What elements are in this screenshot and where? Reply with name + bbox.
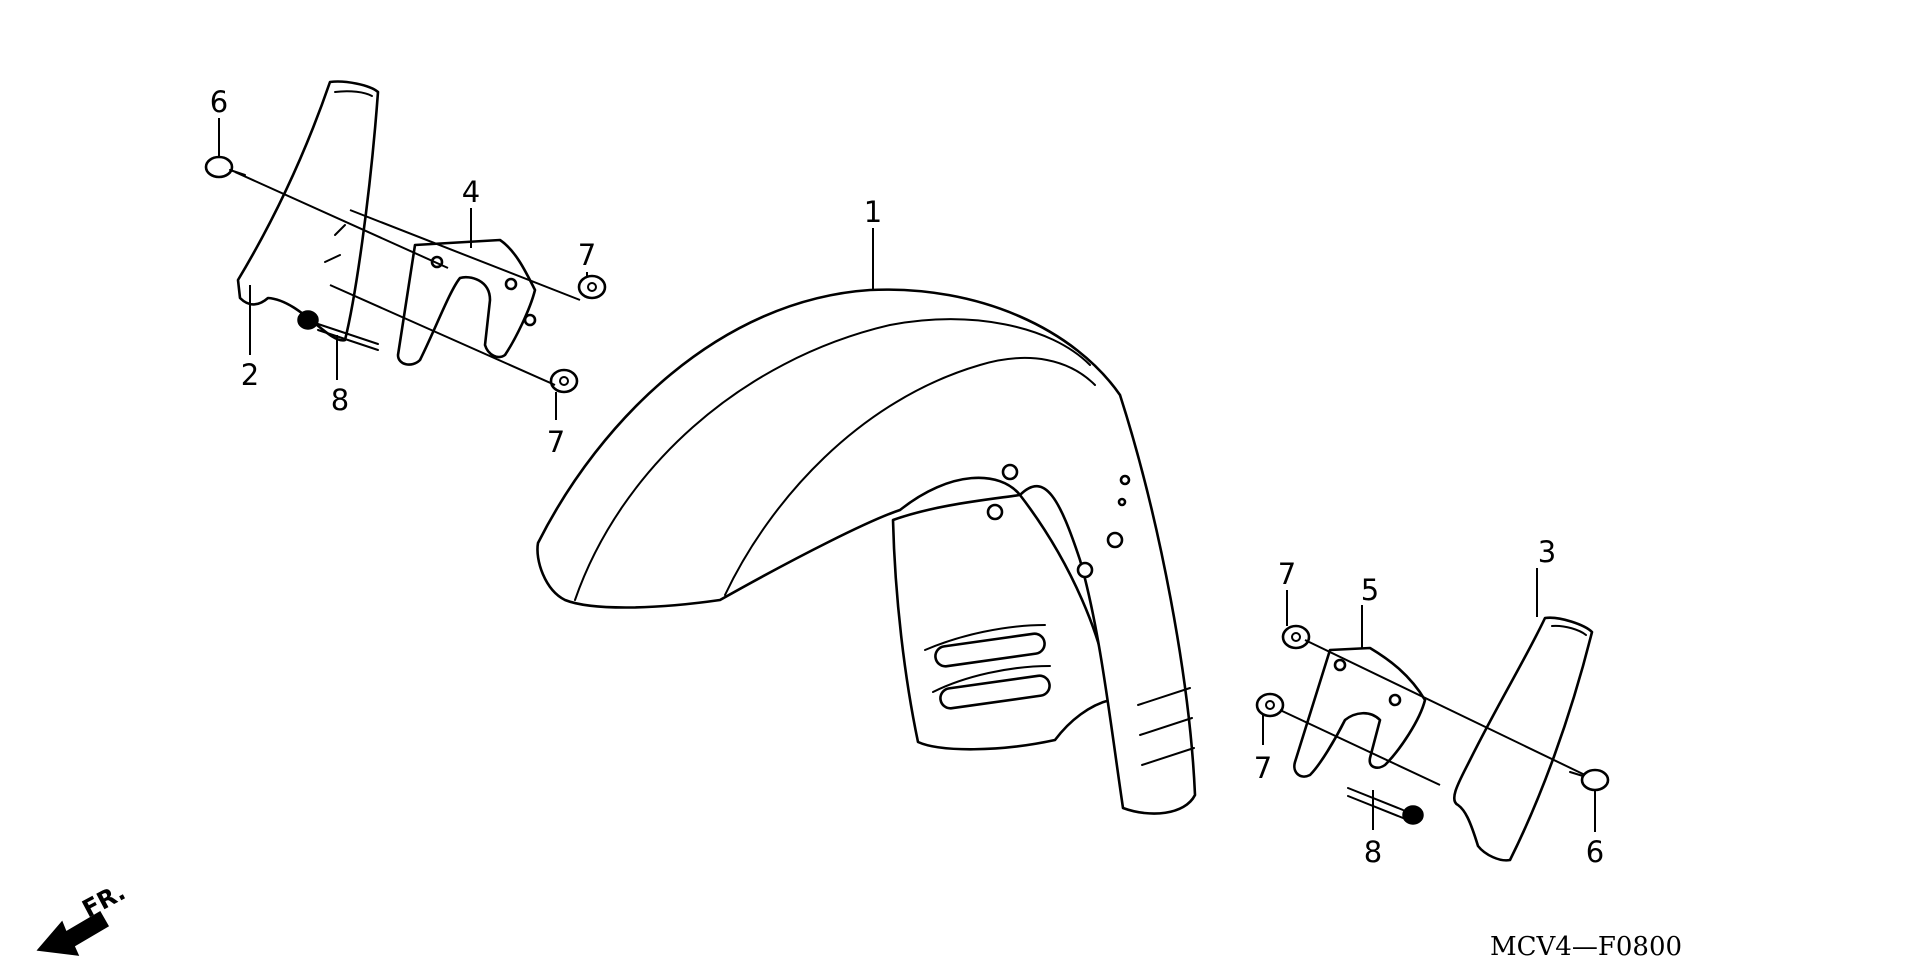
- callout-6-right: 6: [1586, 835, 1604, 869]
- diagram-code: MCV4—F0800: [1490, 932, 1682, 959]
- right-fender-bracket: [1293, 646, 1427, 778]
- left-fender-bracket: [396, 238, 537, 366]
- nut-lower-right: [1255, 692, 1285, 718]
- callout-6-left: 6: [210, 85, 228, 119]
- nut-upper-right: [1281, 624, 1311, 650]
- callout-8-left: 8: [331, 383, 349, 417]
- long-bolt-left: [297, 310, 379, 351]
- callout-7-upper-left: 7: [578, 238, 596, 272]
- front-direction-label: FR.: [78, 878, 130, 924]
- callout-5: 5: [1361, 573, 1379, 607]
- assembly-lines: [234, 171, 1586, 786]
- callout-8-right: 8: [1364, 835, 1382, 869]
- callout-1: 1: [864, 195, 882, 229]
- left-fender-stay-cover: [236, 80, 380, 342]
- front-direction-indicator: FR.: [36, 878, 130, 956]
- callout-3: 3: [1538, 535, 1556, 569]
- nut-upper-left: [577, 274, 607, 300]
- front-arrow-icon: [36, 910, 110, 956]
- callout-4: 4: [462, 175, 480, 209]
- callout-numbers: 1 2 3 4 5 6 6 7 7 7 7 8 8: [210, 85, 1604, 869]
- callout-2: 2: [241, 358, 259, 392]
- callout-7-lower-left: 7: [547, 425, 565, 459]
- callout-7-lower-right: 7: [1254, 751, 1272, 785]
- callout-leaders: [218, 118, 1596, 832]
- long-bolt-right: [1347, 787, 1424, 825]
- nut-lower-left: [549, 368, 579, 394]
- flange-bolt-right: [1569, 768, 1610, 792]
- callout-7-upper-right: 7: [1278, 557, 1296, 591]
- right-fender-stay-cover: [1452, 616, 1594, 862]
- front-fender: [536, 288, 1197, 815]
